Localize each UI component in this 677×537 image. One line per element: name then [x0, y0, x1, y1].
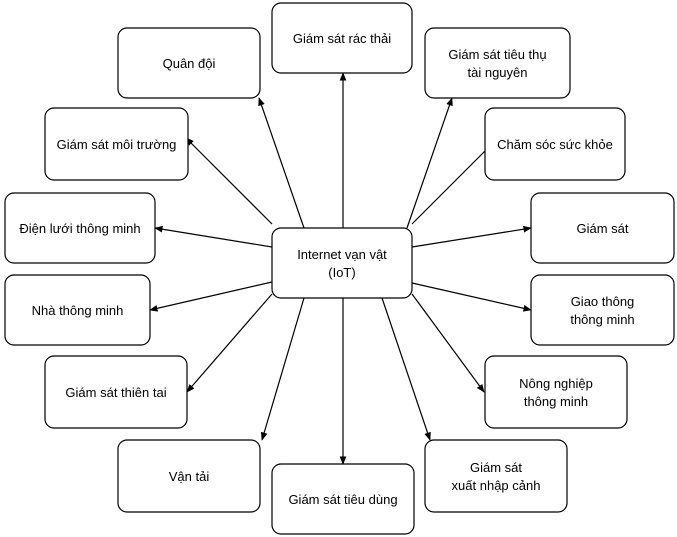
node-label: thông minh — [570, 312, 634, 327]
node-consumer: Giám sát tiêu dùng — [271, 463, 415, 535]
node-center-iot: Internet vạn vật (IoT) — [271, 227, 413, 299]
node-box — [4, 274, 151, 346]
arrow-iot-to-transport — [260, 297, 305, 441]
node-agriculture: Nông nghiệp thông minh — [484, 355, 628, 429]
arrow-iot-to-surveillance — [411, 225, 532, 248]
node-label: Giám sát tiêu dùng — [288, 492, 397, 507]
node-label: Điện lưới thông minh — [19, 221, 140, 236]
node-label: Giám sát thiên tai — [65, 385, 166, 400]
node-label: Giám sát — [576, 221, 628, 236]
node-box — [484, 355, 628, 429]
node-waste: Giám sát rác thải — [271, 2, 413, 74]
arrow-iot-to-disaster — [186, 293, 273, 393]
node-surveillance: Giám sát — [530, 192, 675, 264]
arrow-iot-to-resource — [406, 97, 453, 229]
node-label: Nông nghiệp — [519, 376, 593, 391]
node-box — [117, 27, 261, 99]
node-label: Giao thông — [571, 294, 635, 309]
node-label: Nhà thông minh — [32, 303, 124, 318]
arrow-iot-to-smarthome — [149, 281, 273, 312]
arrow-iot-to-agriculture — [411, 293, 485, 393]
node-customs: Giám sát xuất nhập cảnh — [424, 439, 568, 513]
node-label: Vận tải — [169, 469, 210, 484]
node-environment: Giám sát môi trường — [44, 107, 189, 181]
node-box — [530, 192, 675, 264]
node-smarthome: Nhà thông minh — [4, 274, 151, 346]
node-box — [271, 463, 415, 535]
node-disaster: Giám sát thiên tai — [44, 355, 188, 429]
node-label: Giám sát tiêu thụ — [448, 47, 546, 62]
node-military: Quân đội — [117, 27, 261, 99]
node-traffic: Giao thông thông minh — [530, 274, 675, 346]
node-transport: Vận tải — [117, 439, 261, 513]
arrow-iot-to-customs — [381, 297, 431, 441]
node-label: Giám sát rác thải — [293, 31, 391, 46]
node-label: Quân đội — [163, 56, 216, 71]
node-box — [271, 227, 413, 299]
arrow-iot-to-traffic — [411, 282, 532, 312]
node-health: Chăm sóc sức khỏe — [484, 107, 626, 181]
node-label: xuất nhập cảnh — [452, 478, 541, 493]
node-box — [484, 107, 626, 181]
node-box — [117, 439, 261, 513]
node-label: Giám sát — [470, 460, 522, 475]
node-box — [530, 274, 675, 346]
node-label: Giám sát môi trường — [57, 137, 177, 152]
node-grid: Điện lưới thông minh — [4, 192, 156, 264]
node-resource: Giám sát tiêu thụ tài nguyên — [424, 27, 571, 99]
node-box — [424, 27, 571, 99]
node-label: thông minh — [524, 394, 588, 409]
node-box — [424, 439, 568, 513]
node-label: (IoT) — [328, 265, 355, 280]
edges — [149, 72, 532, 465]
node-label: tài nguyên — [468, 65, 528, 80]
node-box — [271, 2, 413, 74]
node-label: Internet vạn vật — [297, 247, 387, 262]
arrow-iot-to-environment — [185, 137, 273, 225]
node-box — [44, 355, 188, 429]
arrow-iot-to-grid — [154, 225, 273, 248]
node-box — [44, 107, 189, 181]
node-label: Chăm sóc sức khỏe — [497, 137, 613, 152]
arrow-iot-to-health — [411, 137, 499, 225]
arrow-iot-to-military — [258, 97, 305, 229]
node-box — [4, 192, 156, 264]
